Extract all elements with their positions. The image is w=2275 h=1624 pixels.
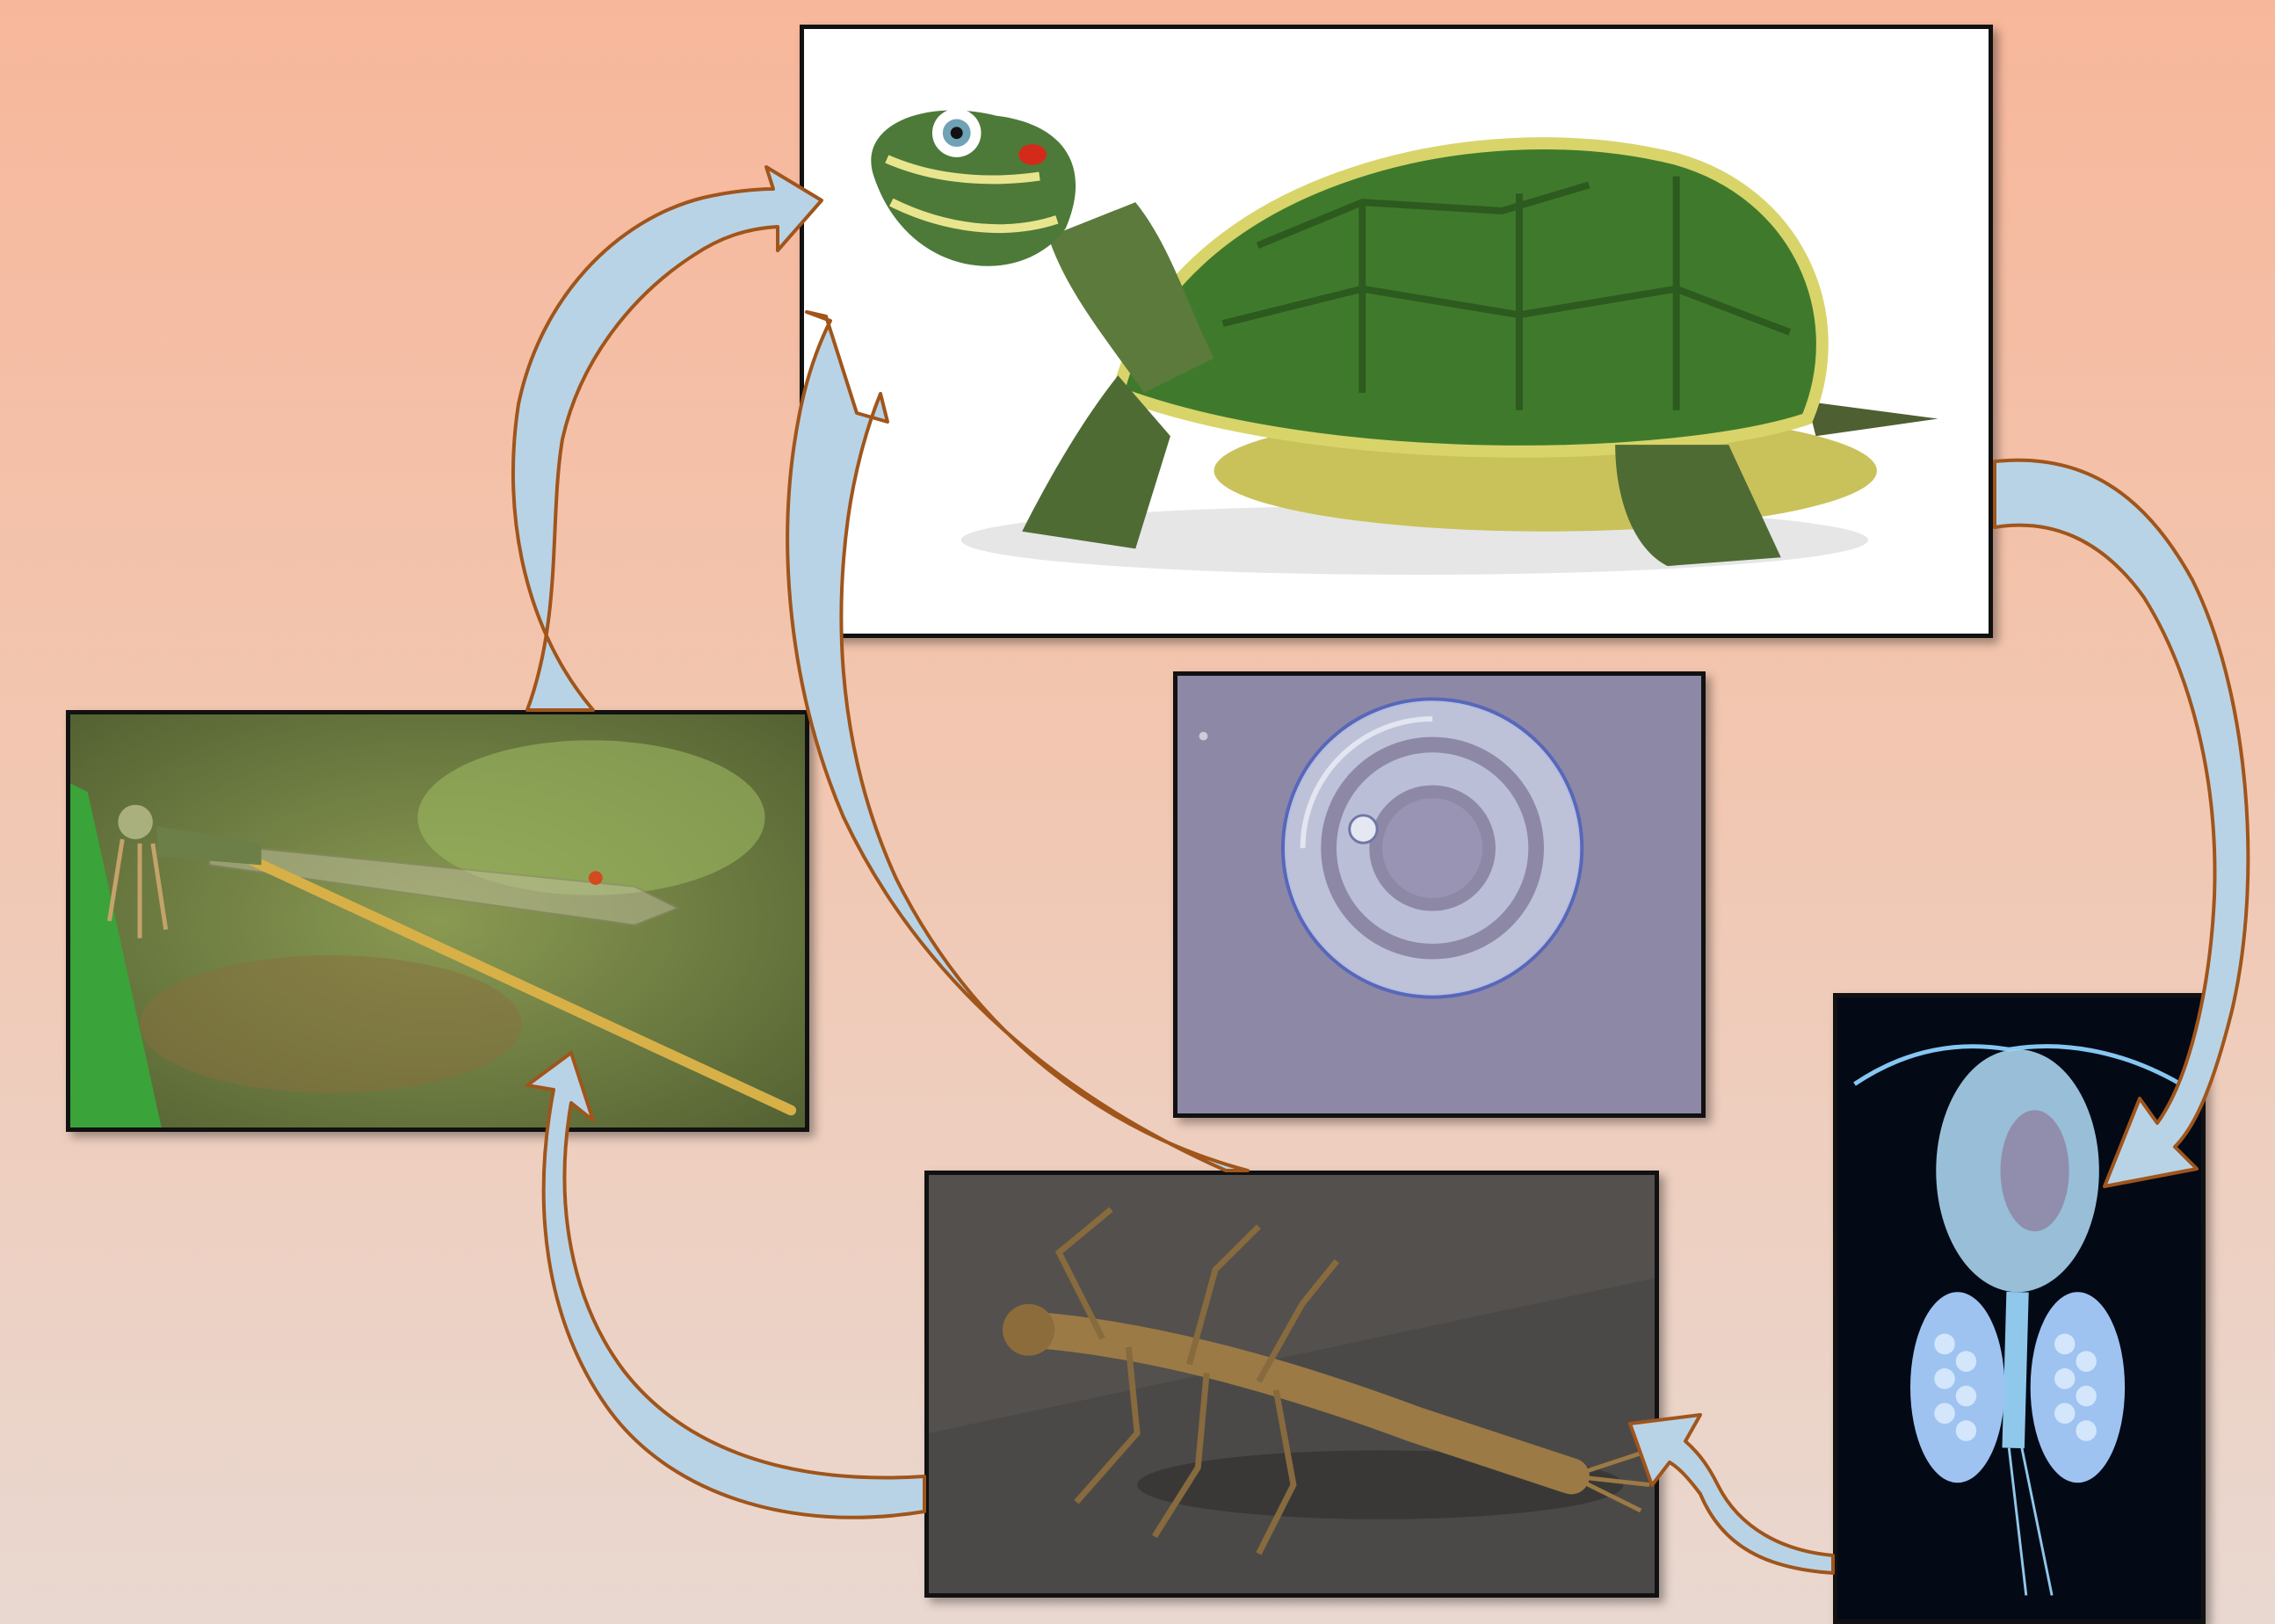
coiled-larva-micrograph bbox=[1177, 676, 1701, 1113]
damselfly-image bbox=[66, 710, 809, 1132]
nymph-illustration bbox=[929, 1175, 1655, 1593]
arrow-damselfly-to-turtle bbox=[513, 167, 822, 710]
damselfly-illustration bbox=[70, 714, 805, 1127]
turtle-illustration bbox=[804, 29, 1989, 634]
turtle-image bbox=[800, 25, 1993, 638]
arrow-copepod-to-nymph bbox=[1630, 1415, 1833, 1573]
copepod-micrograph bbox=[1837, 997, 2201, 1620]
copepod-image bbox=[1833, 993, 2206, 1624]
nematode-larva-image bbox=[1173, 671, 1706, 1118]
damselfly-nymph-image bbox=[924, 1171, 1659, 1598]
